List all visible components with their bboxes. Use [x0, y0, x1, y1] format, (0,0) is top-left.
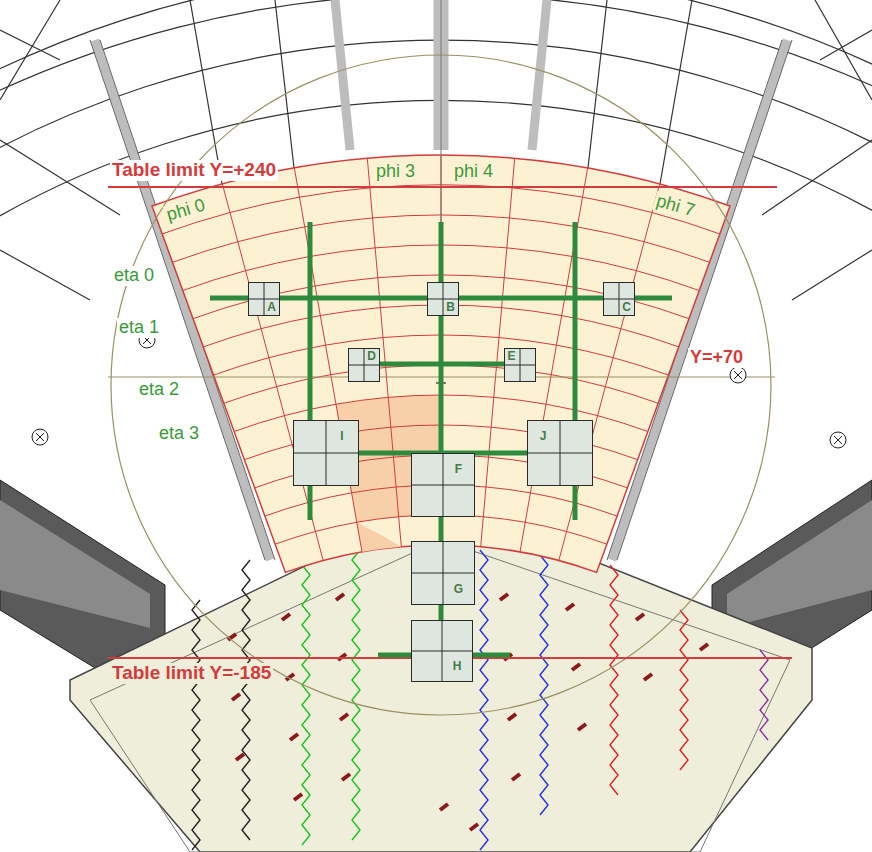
module-letter: E	[505, 349, 518, 363]
table-limit-line	[108, 186, 777, 188]
mounting-module: I	[293, 420, 359, 486]
mounting-module: G	[411, 541, 475, 605]
eta-label: eta 1	[117, 318, 161, 338]
module-letter: C	[620, 300, 633, 314]
support-frame	[210, 222, 672, 655]
coordinate-label: Y=+70	[688, 348, 745, 368]
mounting-module: F	[411, 453, 475, 517]
lower-detector-border	[90, 540, 790, 852]
module-grid	[412, 454, 474, 516]
eta-label: eta 0	[112, 266, 156, 286]
mounting-module: B	[427, 282, 459, 316]
mounting-module: E	[504, 348, 536, 382]
module-letter: F	[444, 454, 473, 483]
table-limit-label: Table limit Y=-185	[110, 663, 273, 684]
module-letter: G	[444, 574, 473, 603]
phi-label: phi 4	[452, 162, 495, 182]
eta-label: eta 2	[137, 380, 181, 400]
module-grid	[412, 621, 472, 681]
module-letter: B	[444, 300, 457, 314]
readout-wiring	[192, 550, 768, 850]
module-letter: D	[365, 349, 378, 363]
module-grid	[528, 421, 592, 485]
module-letter: J	[528, 421, 558, 451]
fiber-bundle	[228, 594, 708, 830]
module-grid	[294, 421, 358, 485]
table-limit-label: Table limit Y=+240	[110, 160, 278, 181]
phi-label: phi 7	[652, 191, 699, 222]
phi-label: phi 0	[163, 195, 210, 226]
mounting-module: J	[527, 420, 593, 486]
module-letter: H	[443, 652, 471, 680]
module-letter: A	[265, 300, 278, 314]
phi-label: phi 3	[374, 162, 417, 182]
marker-symbol	[32, 332, 846, 448]
module-grid	[412, 542, 474, 604]
module-letter: I	[327, 421, 357, 451]
lower-detector	[70, 500, 812, 852]
mounting-module: D	[348, 348, 380, 382]
mounting-module: A	[248, 282, 280, 316]
mounting-module: H	[411, 620, 473, 682]
highlighted-towers	[357, 522, 402, 552]
mounting-module: C	[603, 282, 635, 316]
eta-label: eta 3	[157, 424, 201, 444]
